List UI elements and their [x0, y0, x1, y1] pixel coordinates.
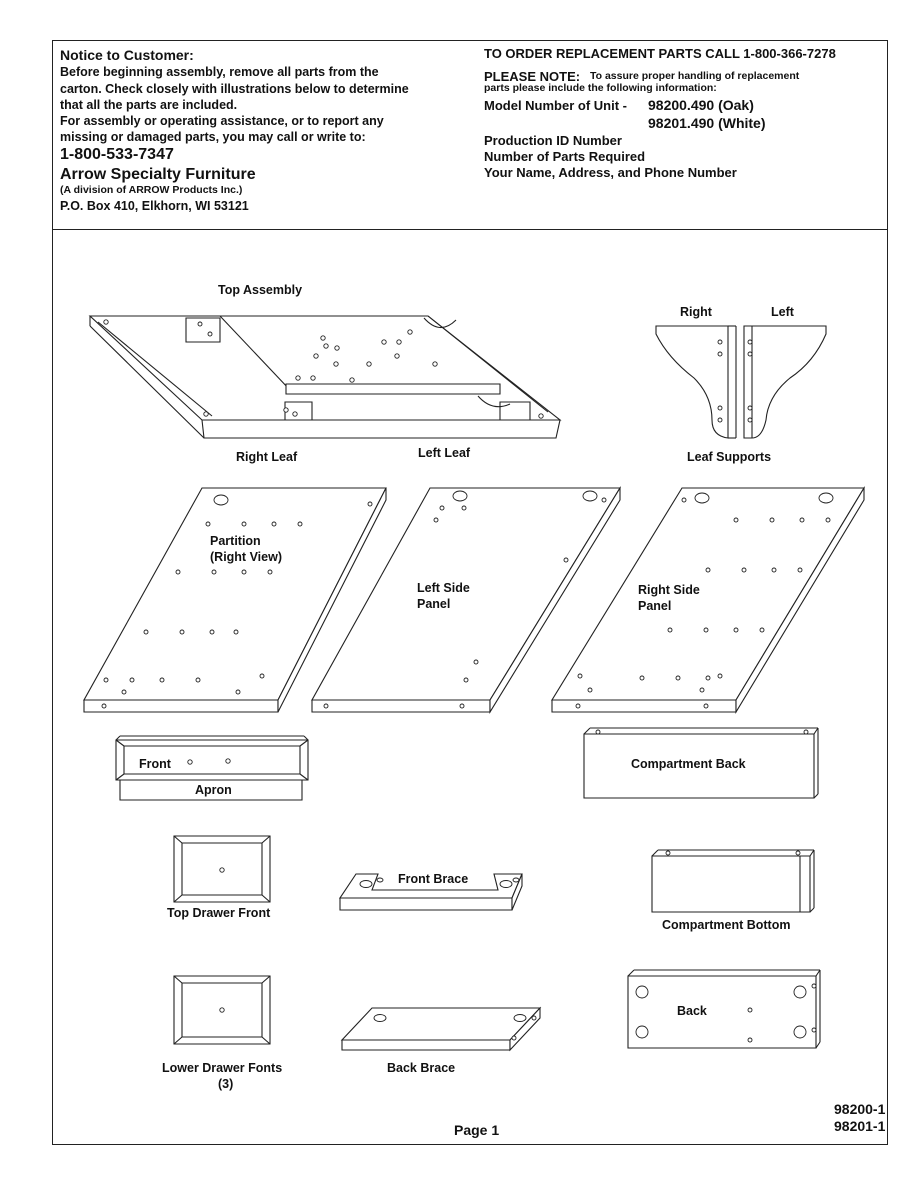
notice-line-3: that all the parts are included.	[60, 98, 238, 112]
label-right-leaf: Right Leaf	[236, 450, 298, 464]
label-left-side-panel-2: Panel	[417, 597, 451, 611]
left-side-panel-drawing	[312, 488, 620, 712]
please-note-text-1: To assure proper handling of replacement	[590, 70, 800, 82]
top-drawer-front-drawing	[174, 836, 270, 902]
label-left-leaf: Left Leaf	[418, 446, 471, 460]
order-title: TO ORDER REPLACEMENT PARTS CALL 1-800-36…	[484, 46, 836, 61]
page-number: Page 1	[454, 1122, 500, 1138]
partition-drawing	[84, 488, 386, 712]
label-back-brace: Back Brace	[387, 1061, 456, 1075]
label-apron: Apron	[195, 783, 232, 797]
label-left-side-panel: Left Side	[417, 581, 470, 595]
label-partition-view: (Right View)	[210, 550, 282, 564]
notice-line-1: Before beginning assembly, remove all pa…	[60, 65, 379, 79]
info-production-id: Production ID Number	[484, 133, 622, 148]
info-name-address: Your Name, Address, and Phone Number	[484, 165, 737, 180]
page-frame	[52, 40, 888, 1145]
right-side-panel-drawing	[552, 488, 864, 712]
label-right-side-panel: Right Side	[638, 583, 700, 597]
notice-line-4: For assembly or operating assistance, or…	[60, 114, 384, 128]
label-compartment-back: Compartment Back	[631, 757, 746, 771]
label-compartment-bottom: Compartment Bottom	[662, 918, 791, 932]
label-front: Front	[139, 757, 171, 771]
company-address: P.O. Box 410, Elkhorn, WI 53121	[60, 199, 249, 213]
assistance-phone: 1-800-533-7347	[60, 146, 174, 163]
label-leaf-supports: Leaf Supports	[687, 450, 772, 464]
please-note-label: PLEASE NOTE:	[484, 69, 581, 84]
label-support-right: Right	[680, 305, 712, 319]
label-support-left: Left	[771, 305, 794, 319]
info-parts-required: Number of Parts Required	[484, 149, 646, 164]
label-front-brace: Front Brace	[398, 872, 469, 886]
back-brace-drawing	[342, 1008, 540, 1050]
please-note-text-2: parts please include the following infor…	[484, 82, 717, 94]
company-name: Arrow Specialty Furniture	[60, 166, 256, 183]
front-apron-drawing	[116, 736, 308, 800]
model-number-oak: 98200.490 (Oak)	[648, 97, 754, 113]
compartment-back-drawing	[584, 728, 818, 798]
doc-code-1: 98200-1	[834, 1101, 886, 1117]
label-right-side-panel-2: Panel	[638, 599, 672, 613]
front-brace-drawing	[340, 874, 522, 910]
lower-drawer-fonts-drawing	[174, 976, 270, 1044]
label-back: Back	[677, 1004, 707, 1018]
company-division: (A division of ARROW Products Inc.)	[60, 184, 243, 196]
notice-line-5: missing or damaged parts, you may call o…	[60, 130, 366, 144]
back-panel-drawing	[628, 970, 820, 1048]
model-number-label: Model Number of Unit -	[484, 98, 627, 113]
label-partition: Partition	[210, 534, 261, 548]
label-top-drawer-front: Top Drawer Front	[167, 906, 271, 920]
compartment-bottom-drawing	[652, 850, 814, 912]
doc-code-2: 98201-1	[834, 1118, 886, 1134]
label-lower-drawer-qty: (3)	[218, 1077, 234, 1091]
model-number-white: 98201.490 (White)	[648, 115, 766, 131]
label-lower-drawer-fonts: Lower Drawer Fonts	[162, 1061, 283, 1075]
top-assembly-drawing	[90, 316, 560, 438]
notice-title: Notice to Customer:	[60, 47, 194, 63]
notice-line-2: carton. Check closely with illustrations…	[60, 82, 409, 96]
leaf-supports-drawing	[656, 326, 826, 438]
header-divider	[52, 229, 888, 230]
label-top-assembly: Top Assembly	[218, 283, 303, 297]
